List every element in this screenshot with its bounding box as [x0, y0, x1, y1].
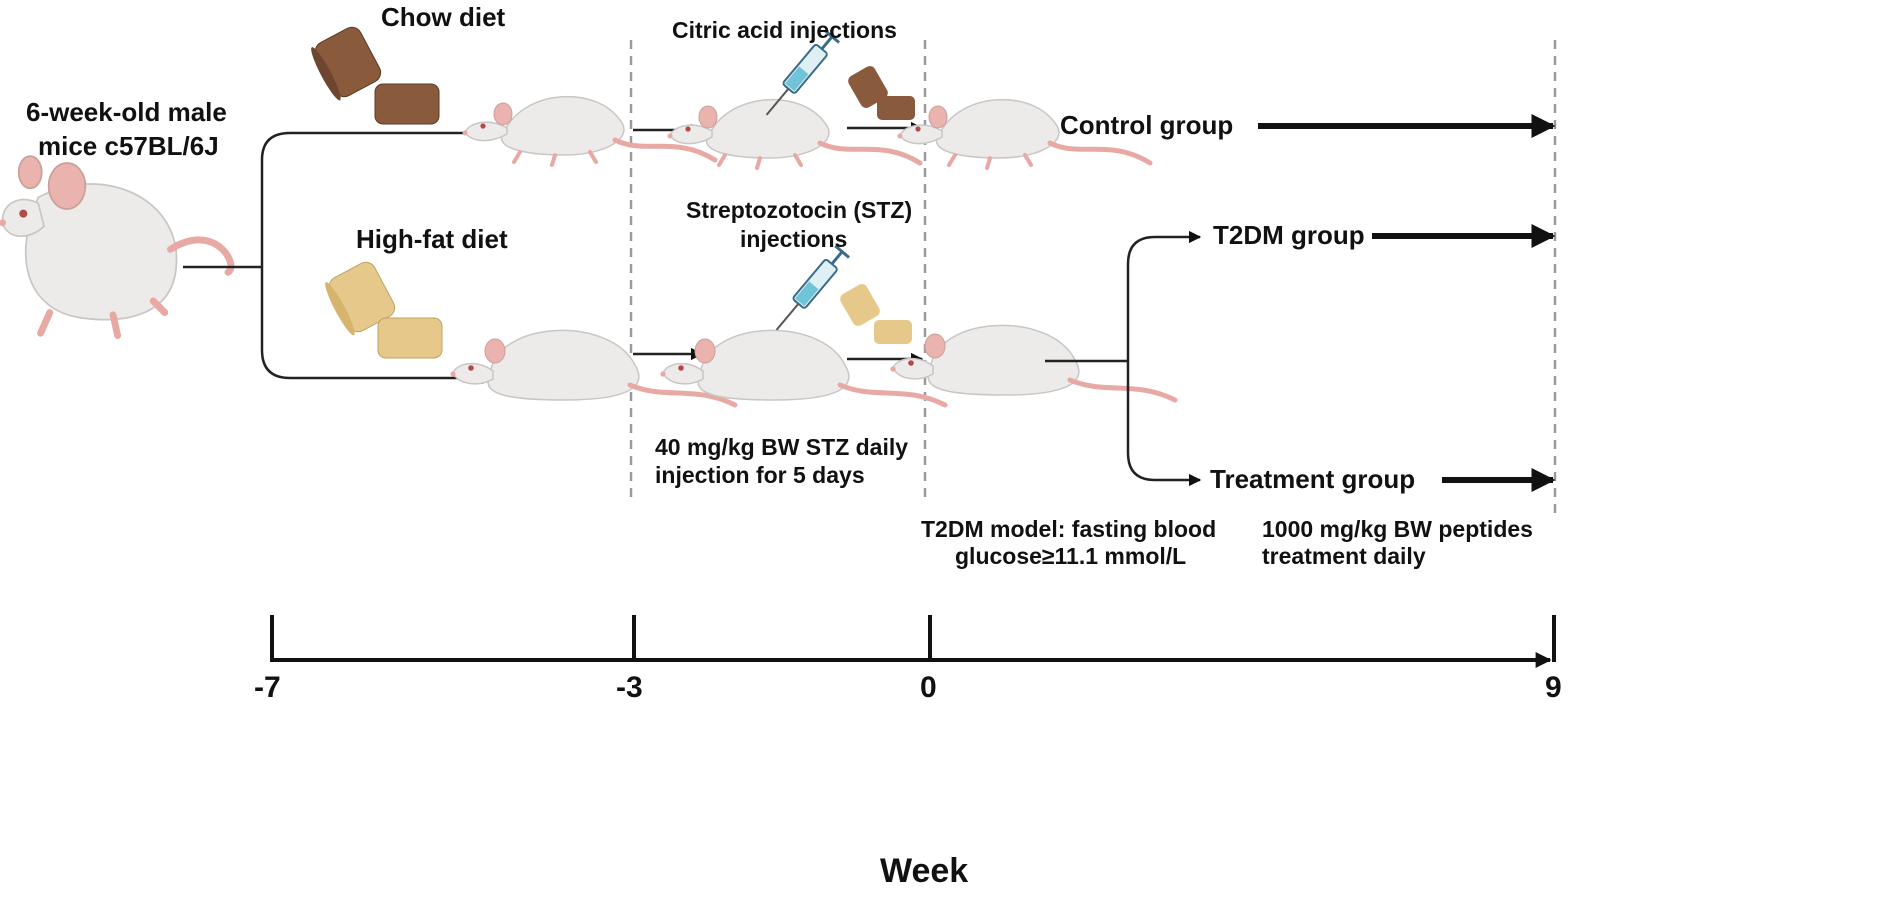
pellet-icon — [840, 284, 880, 326]
citric-acid-label: Citric acid injections — [672, 17, 897, 43]
start-label-line2: mice c57BL/6J — [38, 131, 219, 161]
mouse-icon — [890, 325, 1175, 400]
tick-label-minus-3: -3 — [616, 671, 643, 704]
tick-label-0: 0 — [920, 671, 937, 704]
pellet-icon — [311, 26, 382, 101]
syringe-icon — [768, 244, 851, 338]
t2dm-group-label: T2DM group — [1213, 220, 1365, 250]
stz-label-line1: Streptozotocin (STZ) — [686, 197, 913, 223]
start-label-line1: 6-week-old male — [26, 97, 227, 127]
treatment-note-line2: treatment daily — [1262, 543, 1426, 569]
high-fat-diet-label: High-fat diet — [356, 224, 508, 254]
tick-label-minus-7: -7 — [254, 671, 281, 704]
control-group-label: Control group — [1060, 110, 1234, 140]
mouse-icon — [0, 155, 235, 339]
pellet-icon — [848, 66, 888, 108]
tick-label-9: 9 — [1545, 671, 1562, 704]
model-criteria-line1: T2DM model: fasting blood — [921, 516, 1217, 542]
treatment-group-label: Treatment group — [1210, 464, 1416, 494]
stz-label-line2: injections — [740, 226, 848, 252]
axis-label-week: Week — [880, 852, 969, 890]
chow-diet-label: Chow diet — [381, 2, 506, 32]
pellet-icon — [325, 261, 396, 336]
pellet-icon — [374, 83, 440, 125]
treatment-note-line1: 1000 mg/kg BW peptides — [1262, 516, 1533, 542]
pellet-icon — [874, 320, 912, 344]
pellet-icon — [877, 96, 915, 120]
model-criteria-line2: glucose≥11.1 mmol/L — [955, 543, 1187, 569]
stz-dose-line2: injection for 5 days — [655, 462, 865, 488]
stz-dose-line1: 40 mg/kg BW STZ daily — [655, 434, 909, 460]
pellet-icon — [377, 317, 443, 359]
